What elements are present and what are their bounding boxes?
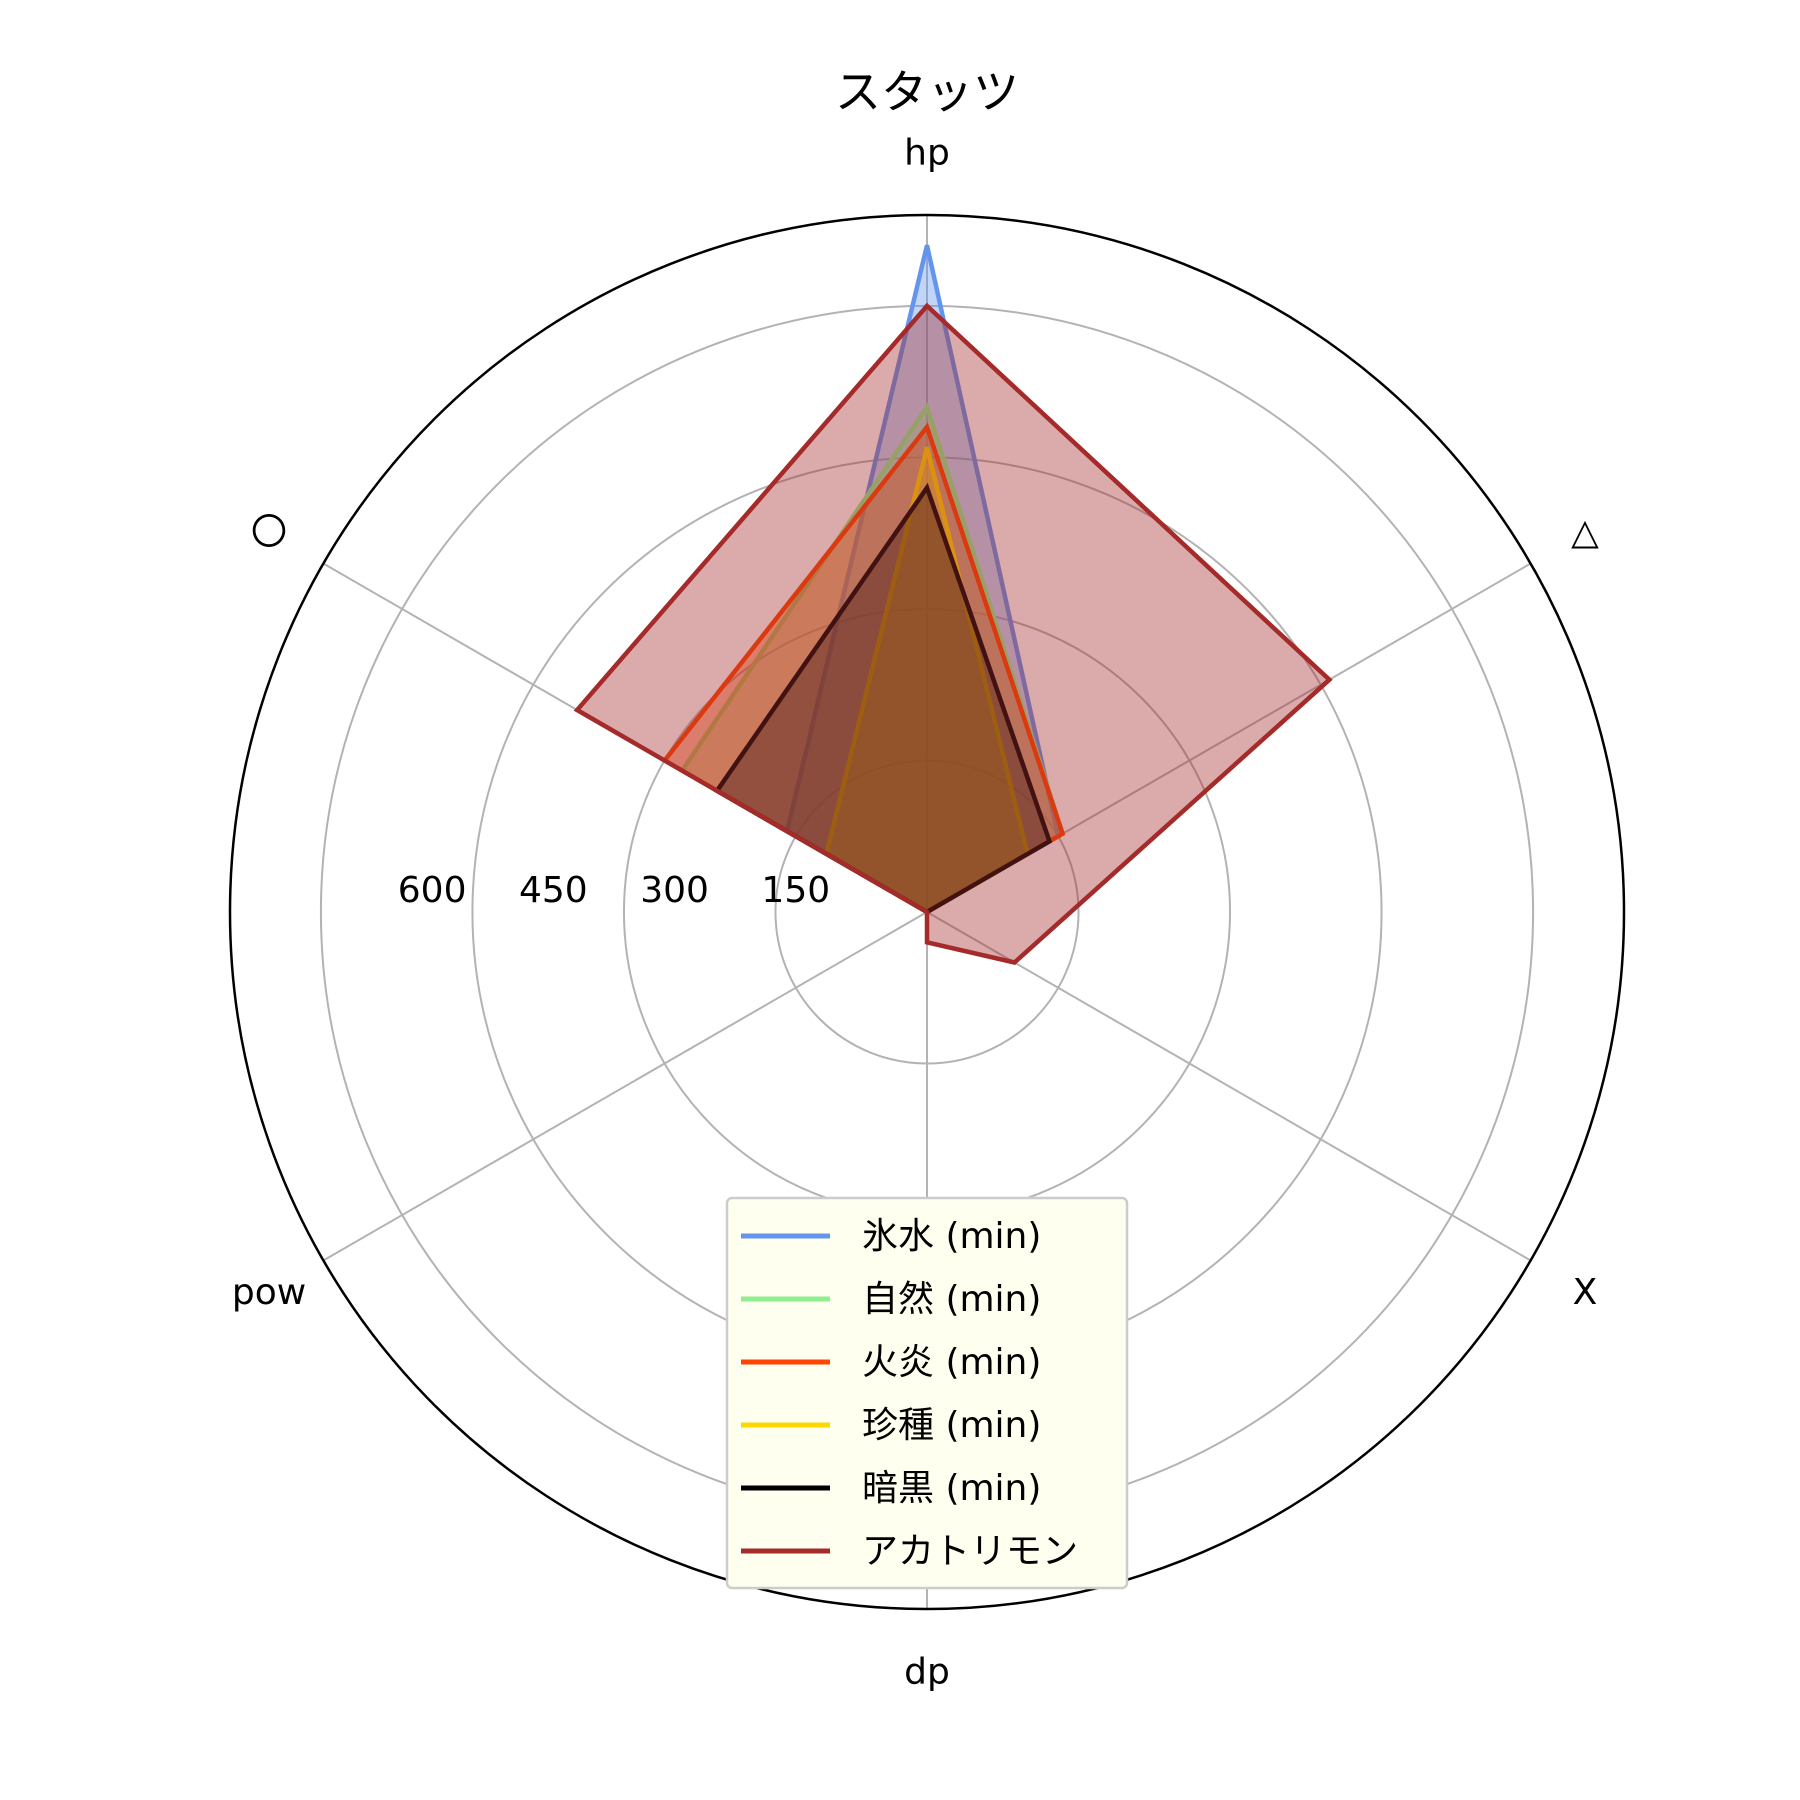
- axis-label-1: △: [1571, 512, 1599, 553]
- legend: 氷水 (min) 自然 (min) 火炎 (min) 珍種 (min) 暗黒 (min)…: [725, 1196, 1129, 1590]
- spoke-2: [926, 911, 1532, 1262]
- series-fill-5: [577, 305, 1330, 963]
- legend-label-5: アカトリモン: [862, 1531, 1078, 1572]
- axis-label-0: hp: [904, 132, 950, 173]
- legend-label-0: 氷水 (min): [862, 1216, 1041, 1257]
- outer-frame: [228, 213, 1626, 1611]
- radial-tick-label: 300: [640, 870, 709, 911]
- series-line-5: [573, 302, 1333, 965]
- spoke-4: [322, 911, 928, 1262]
- axis-label-3: dp: [904, 1652, 950, 1693]
- legend-label-3: 珍種 (min): [862, 1405, 1041, 1446]
- series-fill-4: [717, 487, 1050, 912]
- legend-label-2: 火炎 (min): [862, 1342, 1041, 1383]
- series-fill-2: [664, 427, 1063, 912]
- radial-tick-label: 600: [398, 870, 467, 911]
- axis-labels: 150 300 450 600 hp △ Xdp pow 〇: [232, 132, 1599, 1692]
- series-layer: [573, 244, 1333, 965]
- radial-tick-label: 450: [519, 870, 588, 911]
- legend-label-4: 暗黒 (min): [862, 1468, 1041, 1509]
- legend-label-1: 自然 (min): [862, 1279, 1041, 1320]
- radial-tick-label: 150: [761, 870, 830, 911]
- series-fill-3: [826, 447, 1028, 912]
- axis-label-4: pow: [232, 1272, 306, 1313]
- chart-title: スタッツ: [835, 65, 1019, 119]
- axis-label-2: X: [1573, 1272, 1598, 1313]
- axis-label-5: 〇: [251, 512, 287, 553]
